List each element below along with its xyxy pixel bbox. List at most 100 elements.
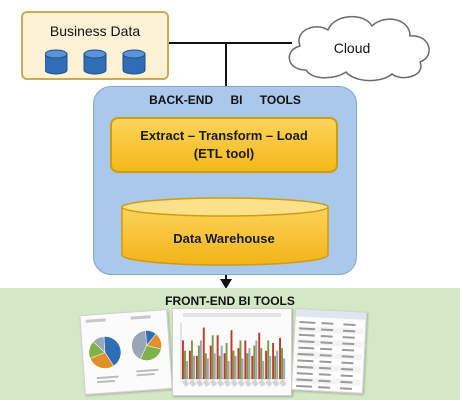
table-cell (340, 387, 353, 390)
table-cell (296, 378, 313, 382)
bar-tick-label (182, 379, 190, 387)
bar (232, 350, 235, 379)
table-cell (340, 374, 353, 378)
bar-tick-label (265, 379, 273, 387)
table-cell (343, 323, 356, 326)
table-cell (320, 341, 333, 344)
bar-tick-label (244, 379, 252, 387)
bar-tick-label (216, 379, 225, 387)
pie-chart-panel (79, 309, 173, 395)
pie-chart-left (88, 336, 122, 369)
table-cell (318, 373, 331, 376)
bar (279, 337, 281, 379)
table-cell (342, 348, 355, 352)
bar-tick-label (223, 379, 232, 387)
bar (274, 355, 277, 379)
bar-tick-label (195, 379, 204, 387)
bar (218, 355, 221, 379)
table-cell (319, 366, 332, 370)
bar (262, 361, 265, 379)
data-warehouse-cylinder (121, 197, 329, 266)
bar (209, 345, 212, 379)
data-warehouse-label: Data Warehouse (173, 231, 275, 246)
etl-line2: (ETL tool) (193, 146, 255, 161)
bar (188, 350, 191, 379)
bar (182, 340, 184, 379)
table-cell (341, 361, 354, 365)
table-cell (320, 334, 333, 338)
bar (283, 358, 286, 379)
pie-slice (139, 345, 162, 361)
bar-tick-label (230, 379, 238, 387)
data-table (293, 309, 367, 393)
table-cell (296, 372, 313, 375)
bar (269, 355, 272, 379)
bar (255, 340, 258, 379)
bar (276, 350, 279, 379)
table-cell (343, 329, 356, 333)
bar-tick-label (272, 379, 280, 387)
bar (253, 345, 256, 379)
bar (248, 348, 251, 379)
table-cell (298, 340, 315, 344)
database-icon (122, 49, 146, 75)
bar (237, 348, 240, 379)
pie-charts (85, 315, 162, 384)
bar-tick-label (202, 379, 211, 387)
table-cell (342, 336, 355, 339)
database-icon (45, 49, 68, 75)
bar-tick-label (237, 379, 245, 387)
database-icon (83, 49, 107, 75)
bar-chart (180, 313, 287, 387)
bar (265, 350, 268, 379)
cloud-label: Cloud (333, 40, 371, 56)
table-panel (290, 308, 368, 394)
table-cell (298, 333, 315, 337)
bar (197, 345, 200, 379)
bar (244, 340, 247, 379)
bar (193, 355, 195, 379)
table-cell (321, 328, 334, 332)
bar (204, 353, 207, 379)
etl-line1: Extract – Transform – Load (140, 128, 308, 143)
bar (213, 353, 216, 379)
bar (239, 340, 242, 379)
bar-tick-label (209, 379, 218, 387)
bar (260, 348, 263, 379)
table-cell (296, 384, 313, 388)
bar-chart-panel (172, 308, 292, 396)
bar (220, 345, 223, 379)
bar (211, 335, 214, 379)
bar (251, 355, 254, 379)
bar-tick-label (279, 379, 287, 387)
bar (216, 335, 219, 379)
table-cell (321, 322, 334, 325)
table-cell (340, 380, 353, 384)
bar (267, 340, 270, 379)
table-cell (320, 347, 333, 351)
table-cell (318, 379, 331, 383)
bar (195, 355, 198, 379)
bar (281, 348, 284, 379)
table-cell (318, 386, 331, 389)
bar (225, 343, 228, 379)
table-cell (341, 355, 354, 358)
bar-tick-label (251, 379, 259, 387)
table-cell (297, 352, 314, 356)
bar (246, 353, 249, 379)
frontend-area: FRONT-END BI TOOLS (0, 288, 460, 400)
bar (241, 358, 244, 379)
bar-tick-label (188, 379, 197, 387)
pie-slice (89, 352, 114, 369)
table-cell (319, 354, 332, 357)
backend-title: BACK-END BI TOOLS (149, 93, 301, 107)
cloud-icon (288, 16, 430, 82)
bar (230, 330, 233, 379)
pie-slice (103, 336, 122, 367)
bar (190, 340, 193, 379)
table-cell (319, 360, 332, 364)
business-data-box: Business Data (21, 11, 169, 80)
bar-tick-label (258, 379, 266, 387)
bar (202, 327, 205, 379)
table-cell (297, 365, 314, 369)
